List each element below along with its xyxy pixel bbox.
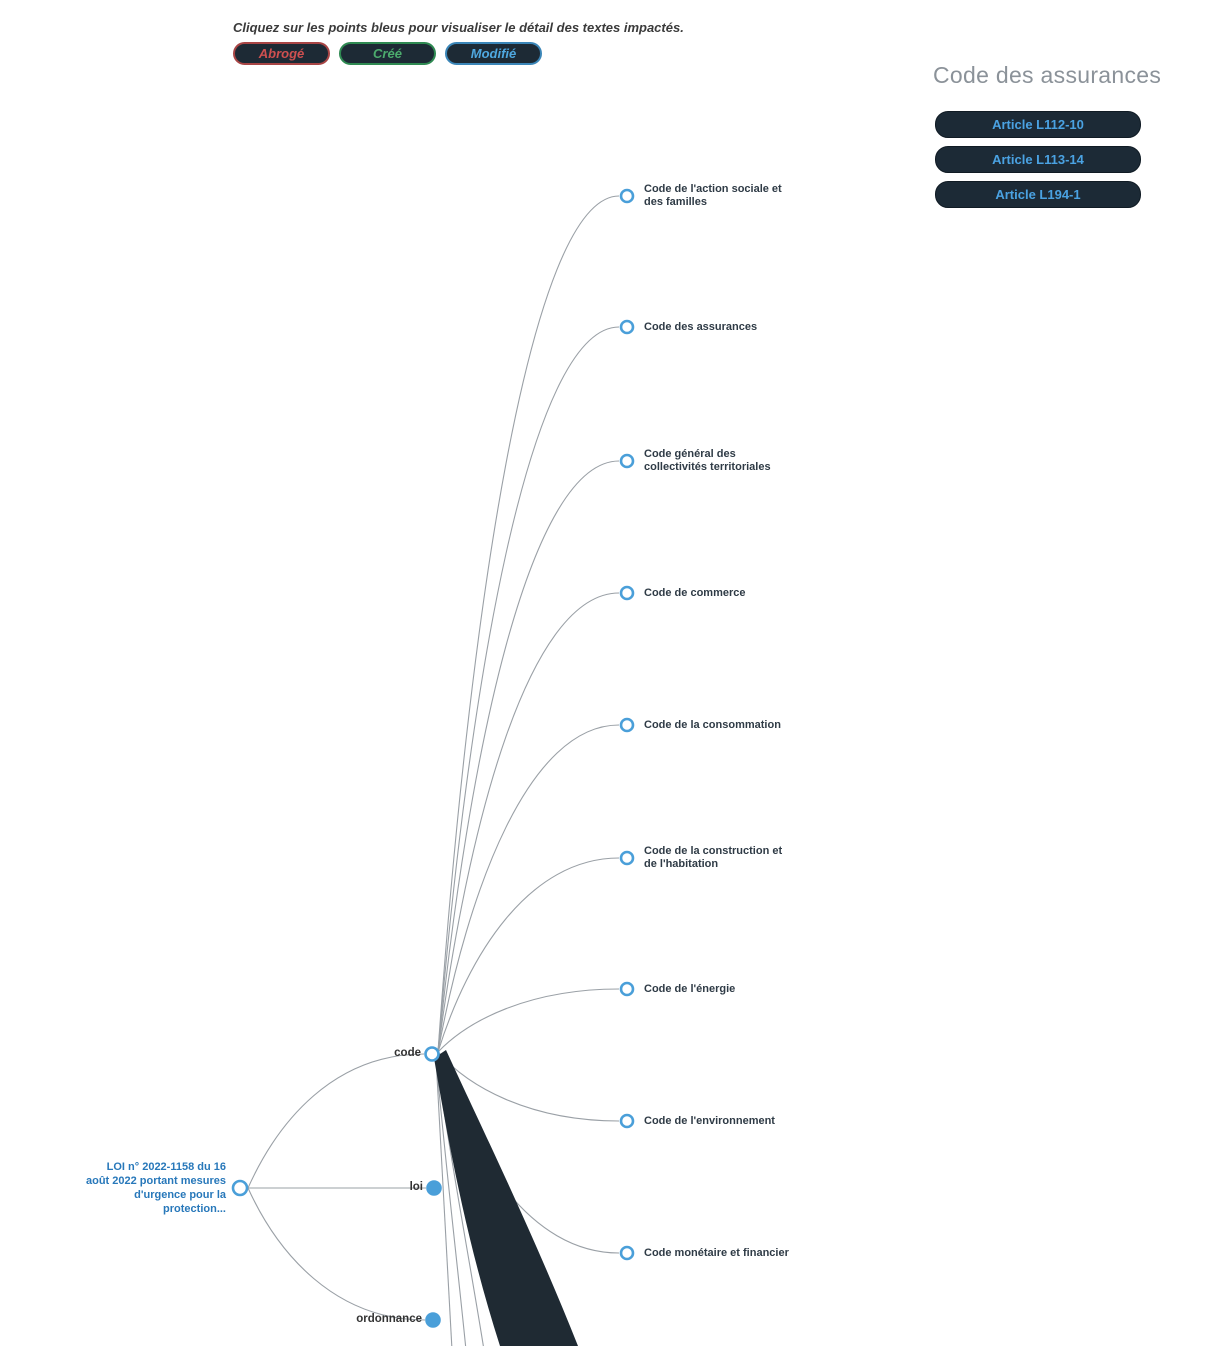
node-code-child-1[interactable]: [619, 319, 635, 335]
tree-link-code-child-0: [437, 195, 620, 1053]
node-code-child-5[interactable]: [619, 850, 635, 866]
node-code-child-7[interactable]: [619, 1113, 635, 1129]
tree-link-code-child-5: [437, 857, 620, 1053]
tree-link-root-code: [247, 1053, 425, 1189]
instruction-text: Cliquez sur les points bleus pour visual…: [233, 20, 684, 35]
article-list: Article L112-10 Article L113-14 Article …: [935, 111, 1141, 208]
legend-cree-pill[interactable]: Créé: [339, 42, 436, 65]
node-loi[interactable]: [426, 1180, 442, 1196]
legend: Abrogé Créé Modifié: [233, 42, 542, 65]
article-button-l113-14[interactable]: Article L113-14: [935, 146, 1141, 173]
node-code-child-2[interactable]: [619, 453, 635, 469]
article-button-l112-10[interactable]: Article L112-10: [935, 111, 1141, 138]
legend-modifie-pill[interactable]: Modifié: [445, 42, 542, 65]
tree-link-code-child-2: [437, 460, 620, 1053]
collapsed-links-bundle: [434, 1050, 578, 1346]
legend-abroge-pill[interactable]: Abrogé: [233, 42, 330, 65]
tree-link-code-child-3: [437, 592, 620, 1053]
node-code-child-6[interactable]: [619, 981, 635, 997]
tree-link-root-ordonnance: [247, 1187, 426, 1321]
node-code-child-8[interactable]: [619, 1245, 635, 1261]
tree-link-offscreen-0: [435, 1057, 453, 1346]
node-code-child-0[interactable]: [619, 188, 635, 204]
tree-link-code-child-6: [437, 988, 620, 1053]
node-ordonnance[interactable]: [425, 1312, 441, 1328]
node-code-child-3[interactable]: [619, 585, 635, 601]
tree-link-code-child-4: [437, 724, 620, 1053]
tree-link-offscreen-1: [435, 1057, 467, 1346]
node-root[interactable]: [231, 1179, 249, 1197]
node-code[interactable]: [424, 1046, 440, 1062]
tree-link-code-child-1: [437, 326, 620, 1053]
node-code-child-4[interactable]: [619, 717, 635, 733]
article-button-l194-1[interactable]: Article L194-1: [935, 181, 1141, 208]
panel-title: Code des assurances: [933, 62, 1162, 88]
